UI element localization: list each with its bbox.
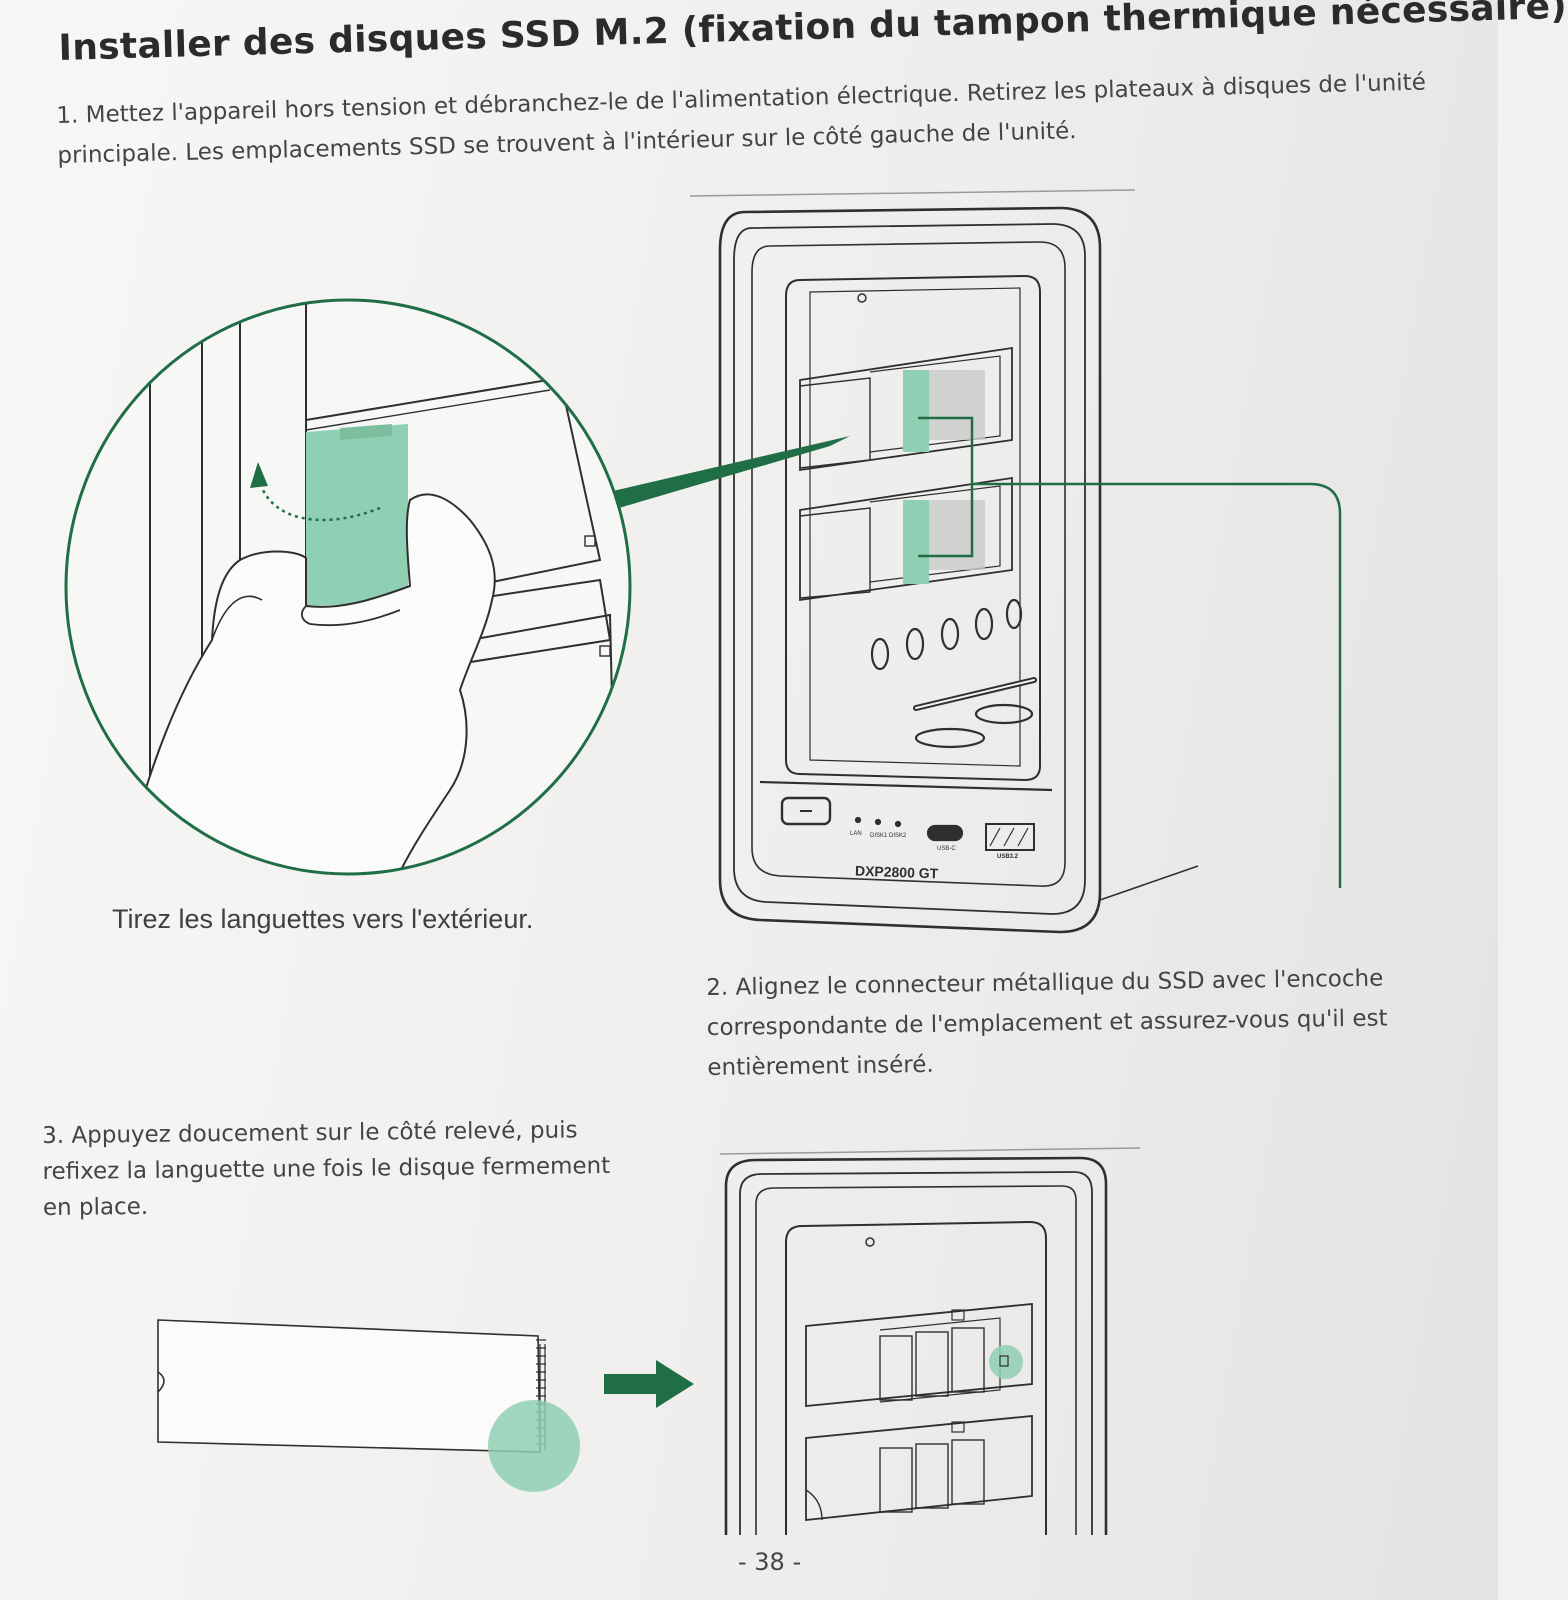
callout-pointer — [600, 436, 850, 510]
figure-caption: Tirez les languettes vers l'extérieur. — [112, 904, 534, 934]
nas-device-illustration-2 — [724, 1156, 1108, 1535]
thermal-tab-highlights — [903, 370, 1342, 888]
magnified-detail — [64, 298, 632, 876]
power-button-icon — [780, 796, 832, 826]
step-3-line: 3. Appuyez doucement sur le côté relevé,… — [42, 1117, 578, 1149]
ssd-board-illustration — [157, 1319, 580, 1492]
step-2-text: 2. Alignez le connecteur métallique du S… — [706, 958, 1388, 1087]
port-label-disk: DISK1 DISK2 — [870, 833, 907, 839]
hand-illustration — [118, 493, 496, 874]
screw-icon — [857, 293, 867, 303]
usb-c-port-icon — [926, 824, 964, 842]
separator-line — [689, 189, 1136, 197]
page-number: - 38 - — [738, 1548, 802, 1576]
device-model-label: DXP2800 GT — [854, 862, 939, 882]
illustrations — [64, 189, 1342, 1535]
usb-port-icon — [985, 823, 1035, 851]
connector-highlight — [989, 1345, 1023, 1379]
port-label-usbc: USB-C — [937, 846, 956, 852]
port-label-usb: USB3.2 — [997, 854, 1019, 860]
step-3-line: en place. — [42, 1193, 149, 1221]
step-3-line: refixez la languette une fois le disque … — [42, 1153, 611, 1185]
arrow-right-icon — [604, 1360, 694, 1408]
nas-device-illustration — [718, 206, 1199, 934]
step-3-text: 3. Appuyez doucement sur le côté relevé,… — [42, 1112, 611, 1226]
port-label-lan: LAN — [850, 831, 862, 837]
